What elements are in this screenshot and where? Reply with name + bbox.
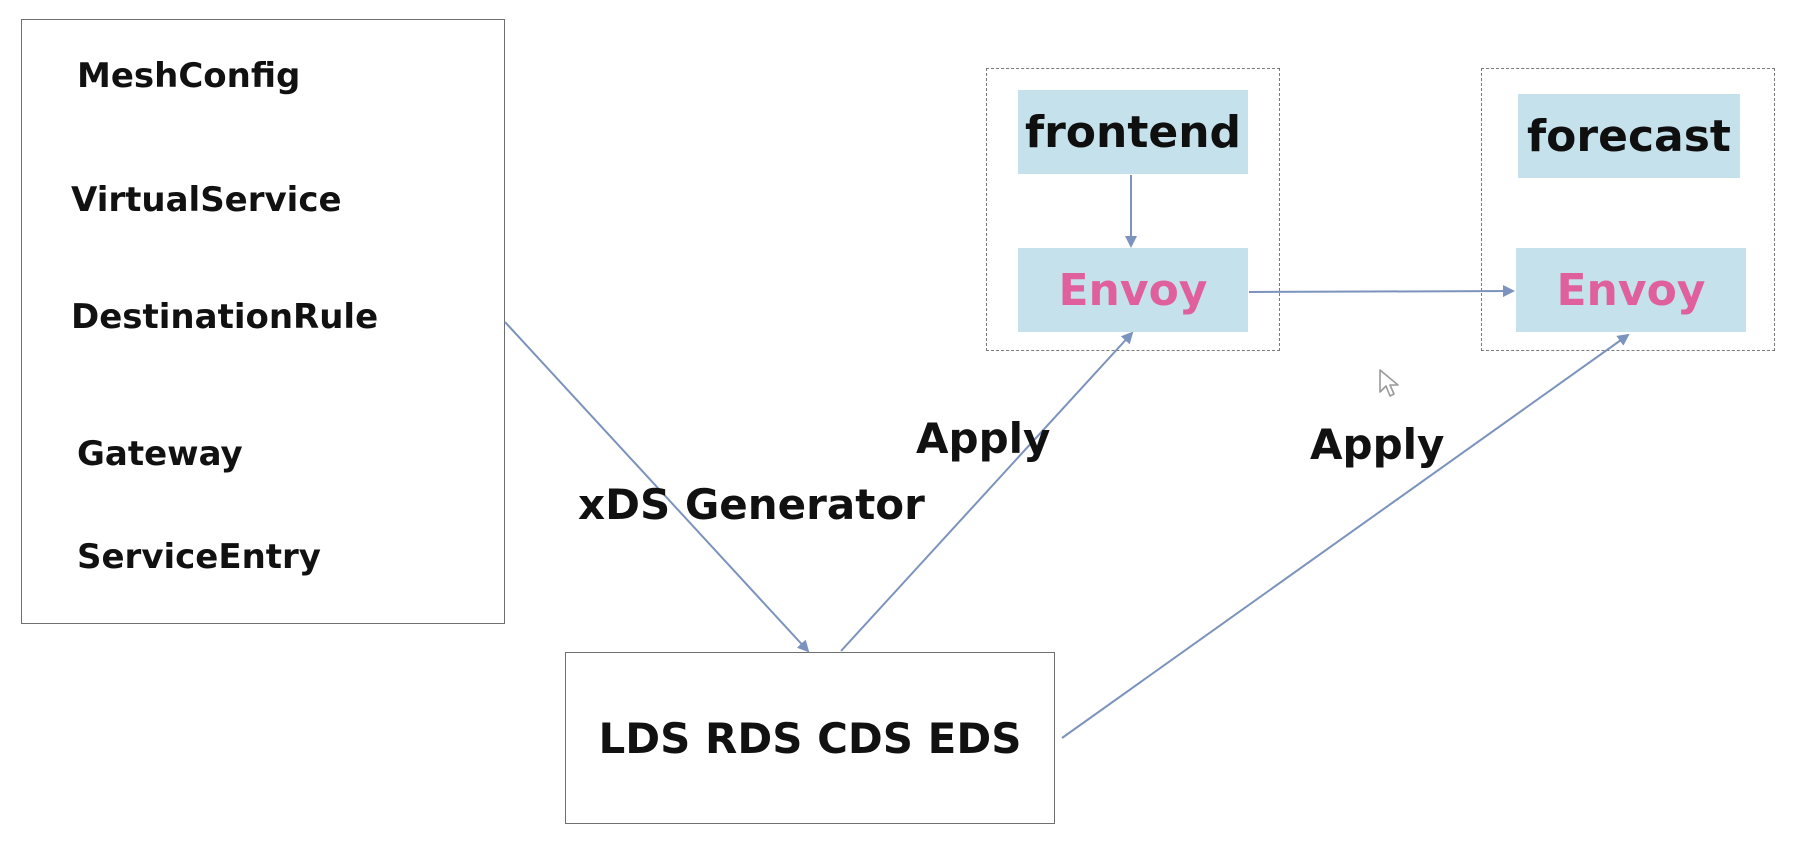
resource-meshconfig: MeshConfig <box>77 56 301 96</box>
resource-serviceentry: ServiceEntry <box>77 537 321 577</box>
resource-virtualservice: VirtualService <box>71 180 342 220</box>
service-frontend: frontend <box>1018 90 1248 174</box>
arrow-xds-to-envoy-forecast <box>1061 333 1630 739</box>
pod-forecast <box>1481 68 1775 351</box>
envoy-frontend-label: Envoy <box>1058 264 1208 316</box>
resource-destinationrule: DestinationRule <box>71 297 379 337</box>
arrow-xds-to-envoy-frontend <box>840 331 1134 652</box>
arrow-envoy-to-envoy <box>1248 285 1515 298</box>
label-apply-frontend: Apply <box>916 414 1051 463</box>
service-frontend-label: frontend <box>1024 106 1242 158</box>
pod-frontend <box>986 68 1280 351</box>
mouse-pointer-icon <box>1379 369 1399 397</box>
resource-gateway: Gateway <box>77 434 243 474</box>
envoy-forecast-label: Envoy <box>1556 264 1706 316</box>
label-apply-forecast: Apply <box>1310 420 1445 469</box>
xds-output-label: LDS RDS CDS EDS <box>598 713 1022 763</box>
label-xds-generator: xDS Generator <box>578 480 925 529</box>
envoy-frontend: Envoy <box>1018 248 1248 332</box>
config-resources-box <box>21 19 505 624</box>
xds-output-box: LDS RDS CDS EDS <box>565 652 1055 824</box>
envoy-forecast: Envoy <box>1516 248 1746 332</box>
service-forecast-label: forecast <box>1527 110 1731 162</box>
service-forecast: forecast <box>1518 94 1740 178</box>
arrow-config-to-xds <box>504 321 810 653</box>
